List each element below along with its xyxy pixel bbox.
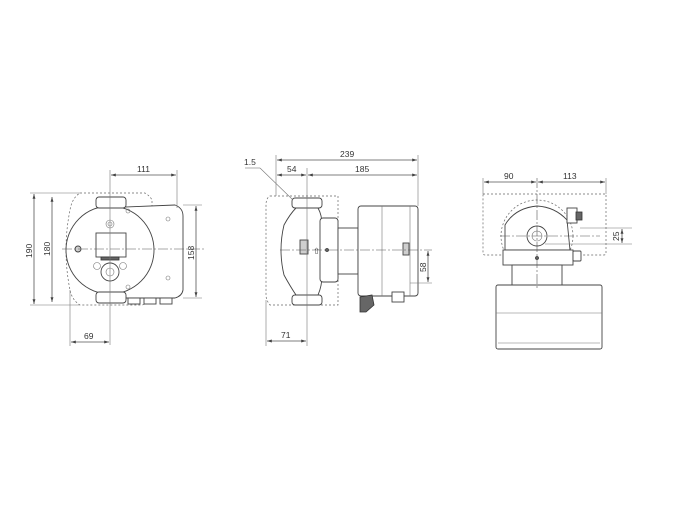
dim-overall-height: 190	[24, 244, 34, 258]
dim-center-to-right: 111	[137, 164, 150, 174]
dim-left-to-center: 90	[504, 171, 514, 181]
dim-axis-to-end: 185	[355, 164, 369, 174]
front-view: 190 180 158 111 69	[24, 164, 205, 346]
dim-flange-to-axis: 54	[287, 164, 297, 174]
side-view: ⇧ 239 54 185 1.5 58 71	[244, 149, 432, 346]
dim-overall-length: 239	[340, 149, 354, 159]
arrow-up-icon: ⇧	[313, 246, 320, 256]
dim-wall-thickness: 1.5	[244, 157, 256, 167]
dim-center-to-right: 113	[563, 171, 577, 181]
top-view: 90 113 25	[482, 171, 632, 350]
dim-bottom-to-axis: 71	[281, 330, 291, 340]
dim-control-box-height: 158	[186, 246, 196, 260]
dim-left-to-center: 69	[84, 331, 94, 341]
dim-flange-height: 180	[42, 242, 52, 256]
dim-connector-offset: 25	[611, 231, 621, 241]
dim-axis-offset: 58	[418, 262, 428, 272]
